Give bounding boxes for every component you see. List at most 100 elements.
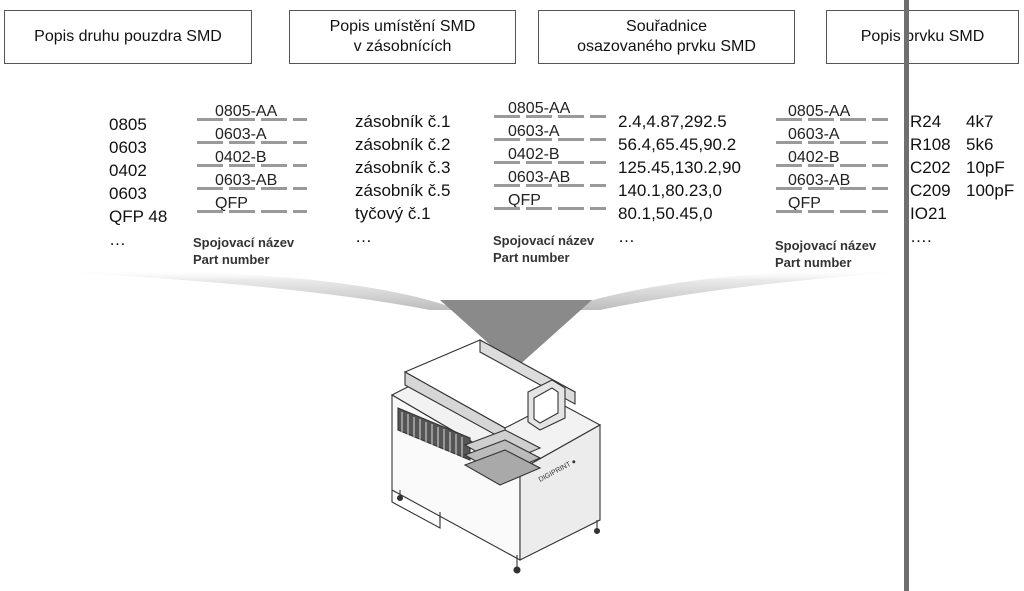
housing-type-item: QFP 48: [109, 207, 168, 226]
caption-part-number: Part number: [775, 255, 852, 270]
header-element: Popis prvku SMD: [826, 10, 1019, 64]
part-number-underline: [197, 118, 307, 121]
part-number-label: 0603-AB: [508, 169, 571, 186]
coordinate-item: 56.4,65.45,90.2: [618, 135, 737, 154]
coordinate-item: 2.4,4.87,292.5: [618, 112, 727, 131]
value-item: 4k7: [966, 112, 994, 131]
value-item: 100pF: [966, 181, 1015, 200]
header-location: Popis umístění SMD v zásobnících: [289, 10, 516, 64]
part-number-label: QFP: [788, 195, 821, 212]
header-location-line1: Popis umístění SMD: [329, 18, 476, 35]
part-number-list-3: 0805-AA 0603-A 0402-B 0603-AB QFP: [776, 101, 888, 216]
part-number-label: 0603-A: [508, 123, 560, 140]
housing-type-item: 0805: [109, 115, 147, 134]
part-number-row: 0805-AA: [776, 101, 888, 124]
part-number-underline: [197, 164, 307, 167]
part-number-row: 0402-B: [776, 147, 888, 170]
part-number-row: 0805-AA: [197, 101, 309, 124]
part-number-caption-2: Spojovací název Part number: [493, 232, 594, 266]
machine-brand-label: DIGIPRINT ●: [538, 458, 578, 484]
part-number-label: 0805-AA: [508, 100, 571, 117]
header-location-line2: v zásobnících: [353, 38, 452, 55]
housing-type-item: 0603: [109, 138, 147, 157]
part-number-row: 0603-AB: [494, 167, 606, 190]
part-number-row: QFP: [197, 193, 309, 216]
part-number-row: 0402-B: [197, 147, 309, 170]
designator-item: ….: [910, 227, 932, 246]
designator-item: C209: [910, 181, 951, 200]
part-number-underline: [494, 138, 606, 141]
coordinate-list: 2.4,4.87,292.5 56.4,65.45,90.2 125.45,13…: [618, 110, 741, 248]
part-number-underline: [494, 184, 606, 187]
coordinate-item: …: [618, 227, 635, 246]
caption-joining-name: Spojovací název: [493, 233, 595, 248]
part-number-row: 0603-A: [494, 121, 606, 144]
part-number-underline: [197, 187, 307, 190]
location-list: zásobník č.1 zásobník č.2 zásobník č.3 z…: [355, 110, 450, 248]
part-number-underline: [776, 141, 888, 144]
part-number-underline: [197, 141, 307, 144]
caption-part-number: Part number: [493, 250, 570, 265]
location-item: …: [355, 227, 372, 246]
housing-type-item: …: [109, 230, 126, 249]
part-number-list-2: 0805-AA 0603-A 0402-B 0603-AB QFP: [494, 98, 606, 213]
part-number-label: 0805-AA: [788, 103, 851, 120]
part-number-row: QFP: [494, 190, 606, 213]
designator-item: R24: [910, 112, 942, 131]
part-number-underline: [197, 210, 307, 213]
part-number-underline: [494, 115, 606, 118]
pick-and-place-machine: [390, 339, 602, 574]
coordinate-item: 80.1,50.45,0: [618, 204, 713, 223]
part-number-row: 0402-B: [494, 144, 606, 167]
part-number-label: 0603-A: [788, 126, 840, 143]
part-number-label: 0402-B: [215, 149, 267, 166]
header-housing-type: Popis druhu pouzdra SMD: [4, 10, 252, 64]
header-housing-label: Popis druhu pouzdra SMD: [34, 28, 222, 45]
part-number-label: 0402-B: [508, 146, 560, 163]
part-number-label: 0603-AB: [788, 172, 851, 189]
part-number-label: QFP: [508, 192, 541, 209]
vertical-divider: [904, 0, 909, 591]
part-number-row: QFP: [776, 193, 888, 216]
header-coordinates: Souřadnice osazovaného prvku SMD: [538, 10, 795, 64]
part-number-row: 0603-A: [776, 124, 888, 147]
location-item: zásobník č.1: [355, 112, 451, 131]
part-number-list-1: 0805-AA 0603-A 0402-B 0603-AB QFP: [197, 101, 309, 216]
part-number-underline: [776, 187, 888, 190]
funnel-shape: [60, 269, 900, 310]
caption-joining-name: Spojovací název: [775, 238, 877, 253]
part-number-underline: [494, 207, 606, 210]
housing-type-item: 0603: [109, 184, 147, 203]
part-number-underline: [776, 164, 888, 167]
housing-type-list: 0805 0603 0402 0603 QFP 48 …: [109, 113, 167, 251]
designator-item: C202: [910, 158, 951, 177]
part-number-label: QFP: [215, 195, 248, 212]
part-number-label: 0402-B: [788, 149, 840, 166]
coordinate-item: 140.1,80.23,0: [618, 181, 722, 200]
part-number-label: 0603-A: [215, 126, 267, 143]
location-item: zásobník č.5: [355, 181, 451, 200]
part-number-caption-1: Spojovací název Part number: [193, 234, 294, 268]
header-coords-line2: osazovaného prvku SMD: [577, 38, 756, 55]
down-arrow: [440, 300, 592, 368]
designator-item: R108: [910, 135, 951, 154]
location-item: tyčový č.1: [355, 204, 431, 223]
header-coords-line1: Souřadnice: [626, 18, 707, 35]
part-number-label: 0805-AA: [215, 103, 278, 120]
caption-joining-name: Spojovací název: [193, 235, 295, 250]
caption-part-number: Part number: [193, 252, 270, 267]
part-number-underline: [494, 161, 606, 164]
designator-list: R24 R108 C202 C209 IO21 ….: [910, 110, 951, 248]
part-number-underline: [776, 210, 888, 213]
part-number-label: 0603-AB: [215, 172, 278, 189]
location-item: zásobník č.3: [355, 158, 451, 177]
header-element-label: Popis prvku SMD: [860, 28, 985, 45]
location-item: zásobník č.2: [355, 135, 451, 154]
coordinate-item: 125.45,130.2,90: [618, 158, 741, 177]
part-number-row: 0603-AB: [197, 170, 309, 193]
value-list: 4k7 5k6 10pF 100pF: [966, 110, 1014, 202]
value-item: 5k6: [966, 135, 994, 154]
value-item: 10pF: [966, 158, 1005, 177]
part-number-row: 0603-AB: [776, 170, 888, 193]
